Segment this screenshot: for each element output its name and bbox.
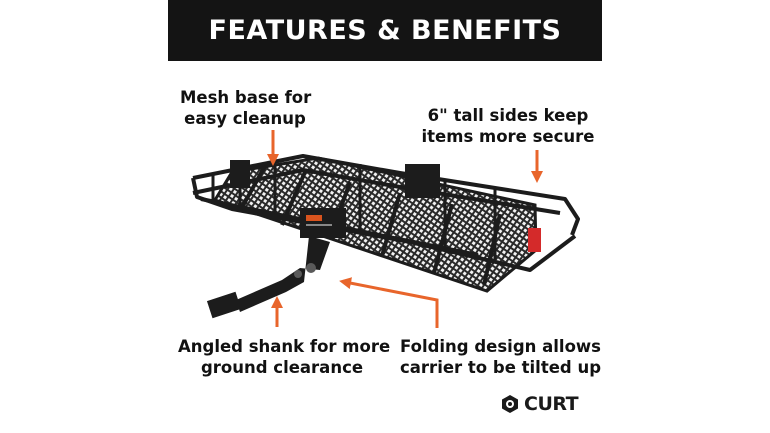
callout-mesh-base-line1: Mesh base for — [180, 88, 312, 107]
brand-name: CURT — [524, 393, 579, 415]
angled-shank — [206, 236, 330, 319]
callout-arrows — [267, 130, 543, 328]
callout-tall-sides-line1: 6" tall sides keep — [427, 106, 589, 125]
callout-mesh-base: Mesh base for easy cleanup — [180, 87, 312, 129]
banner-title: FEATURES & BENEFITS — [208, 15, 562, 46]
callout-tall-sides: 6" tall sides keep items more secure — [418, 105, 598, 147]
callout-angled-shank-line2: ground clearance — [200, 358, 364, 377]
header-banner: FEATURES & BENEFITS — [168, 0, 602, 61]
callout-folding-design-line1: Folding design allows — [400, 337, 601, 356]
curt-hex-logo-icon — [502, 395, 518, 413]
callout-folding-design: Folding design allows carrier to be tilt… — [400, 336, 602, 378]
arrow-folding-design — [339, 277, 439, 328]
brand-logo: CURT — [500, 393, 579, 415]
callout-tall-sides-line2: items more secure — [421, 127, 595, 146]
corner-bracket-center — [405, 164, 440, 198]
reflector — [528, 228, 541, 252]
corner-bracket-left — [230, 160, 250, 188]
callout-folding-design-line2: carrier to be tilted up — [400, 358, 602, 377]
callout-mesh-base-line2: easy cleanup — [184, 109, 306, 128]
side-posts — [211, 162, 497, 262]
mount-plate — [300, 208, 346, 238]
callout-angled-shank-line1: Angled shank for more — [178, 337, 391, 356]
callout-angled-shank: Angled shank for more ground clearance — [178, 336, 391, 378]
